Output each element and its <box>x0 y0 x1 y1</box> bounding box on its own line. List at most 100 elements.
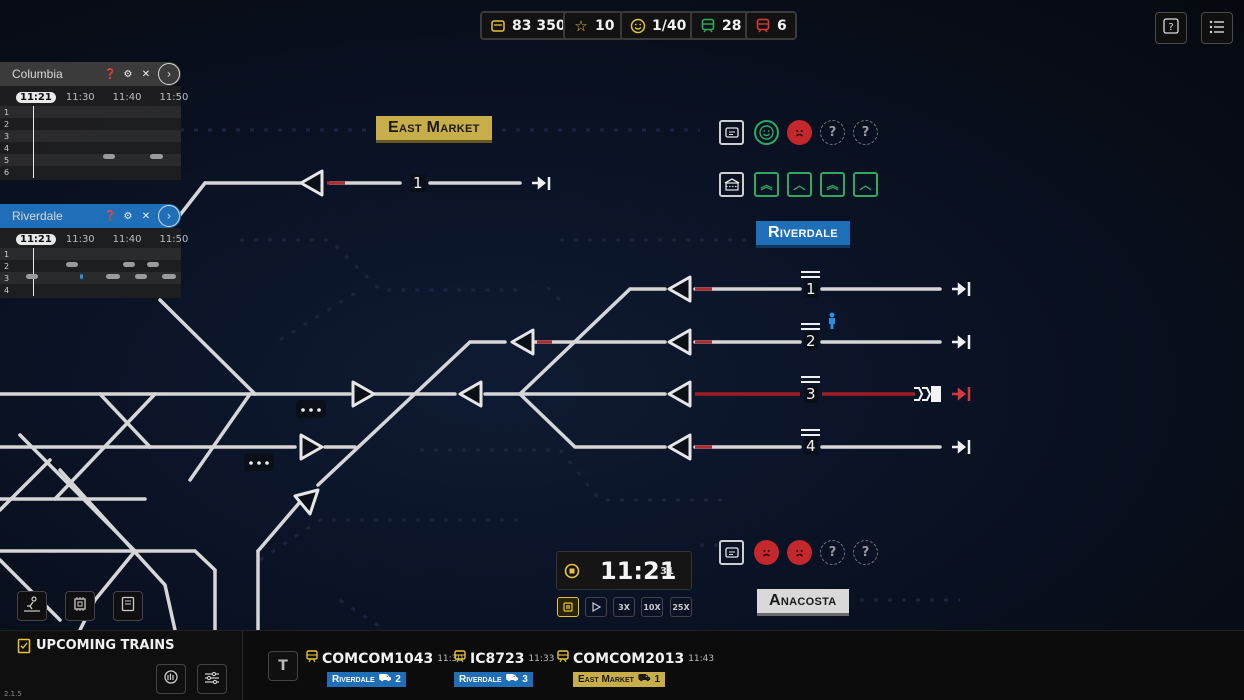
train-id: IC8723 <box>470 650 525 667</box>
train-slot[interactable] <box>123 262 135 267</box>
help-icon[interactable]: ❓ <box>104 210 117 222</box>
train-destination-badge: Riverdale ⛟ 2 <box>327 672 406 687</box>
clock-icon <box>564 563 580 583</box>
track-row: 5 <box>0 154 181 166</box>
train-track: 1 <box>654 674 661 685</box>
time-tick: 11:30 <box>65 233 95 245</box>
double-chevron-up-icon[interactable]: ︽ <box>754 172 779 197</box>
current-time: 11:21 <box>16 233 56 245</box>
panel-header: Riverdale ❓ ⚙ ✕ › <box>0 204 181 228</box>
chevron-up-icon[interactable]: ︿ <box>787 172 812 197</box>
unknown-rating-icon: ? <box>820 120 845 145</box>
train-icon <box>306 650 318 667</box>
close-icon[interactable]: ✕ <box>141 210 151 222</box>
train-track: 2 <box>395 674 401 685</box>
panel-title: Riverdale <box>12 209 63 223</box>
train-slot[interactable] <box>147 262 159 267</box>
gear-icon[interactable]: ⚙ <box>123 210 133 222</box>
train-destination: East Market <box>578 674 634 685</box>
unknown-rating-icon: ? <box>853 120 878 145</box>
star-icon: ☆ <box>574 16 588 35</box>
sad-icon <box>754 540 779 565</box>
chevron-right-icon[interactable]: › <box>158 63 180 85</box>
sad-icon <box>787 120 812 145</box>
current-time: 11:21 <box>16 91 56 103</box>
help-button[interactable]: ? <box>1155 12 1187 44</box>
now-line <box>33 106 34 178</box>
train-slot[interactable] <box>135 274 147 279</box>
help-icon: ? <box>1163 18 1179 38</box>
pause-button[interactable] <box>557 597 579 617</box>
time-tick: 11:40 <box>112 233 142 245</box>
signal-tool-button[interactable] <box>65 591 95 621</box>
green-trains-counter: 28 <box>690 11 752 40</box>
menu-button[interactable] <box>1201 12 1233 44</box>
station-label-anacosta[interactable]: Anacosta <box>757 589 849 616</box>
book-button[interactable] <box>113 591 143 621</box>
time-tick: 11:50 <box>159 91 189 103</box>
train-slot[interactable] <box>162 274 176 279</box>
station-label-riverdale[interactable]: Riverdale <box>756 221 850 248</box>
satisfaction-value: 1/40 <box>652 17 687 34</box>
upcoming-train-card[interactable]: COMCOM1043 11:30 Riverdale ⛟ 2 <box>306 650 463 687</box>
train-slot[interactable] <box>150 154 163 159</box>
track-row: 1 <box>0 248 181 260</box>
help-icon[interactable]: ❓ <box>104 68 117 80</box>
track-row: 4 <box>4 143 10 153</box>
speed-25x-button[interactable]: 25X <box>670 597 692 617</box>
upcoming-trains-section: UPCOMING TRAINS 2.1.5 <box>0 631 243 700</box>
track-row: 2 <box>4 261 10 271</box>
double-chevron-up-icon[interactable]: ︽ <box>820 172 845 197</box>
station-info-icon[interactable] <box>719 120 744 145</box>
train-red-icon <box>755 18 771 34</box>
list-icon <box>1209 19 1225 38</box>
train-destination: Riverdale <box>459 674 502 685</box>
clock-time: 11:21 <box>600 557 677 585</box>
track-row: 1 <box>0 106 181 118</box>
money-value: 83 350 <box>512 17 566 34</box>
smiley-icon <box>630 18 646 34</box>
chevron-right-icon[interactable]: › <box>158 205 180 227</box>
svg-text:?: ? <box>1168 22 1173 33</box>
chip-icon <box>72 596 88 616</box>
game-clock: 11:21 31 <box>556 551 692 590</box>
time-tick: 11:40 <box>112 91 142 103</box>
train-slot[interactable] <box>26 274 38 279</box>
play-button[interactable] <box>585 597 607 617</box>
speed-10x-button[interactable]: 10X <box>641 597 663 617</box>
unknown-rating-icon: ? <box>820 540 845 565</box>
train-slot-selected[interactable] <box>80 274 83 279</box>
track-row: 2 <box>4 119 10 129</box>
hide-button[interactable] <box>156 664 186 694</box>
green-trains-value: 28 <box>722 17 742 34</box>
hand-icon <box>163 669 179 689</box>
time-tick: 11:50 <box>159 233 189 245</box>
upcoming-train-card[interactable]: COMCOM2013 11:43 East Market ⛟ 1 <box>557 650 714 687</box>
filter-settings-button[interactable] <box>197 664 227 694</box>
upcoming-train-card[interactable]: IC8723 11:33 Riverdale ⛟ 3 <box>454 650 554 687</box>
station-info-icon[interactable] <box>719 540 744 565</box>
station-building-icon[interactable] <box>719 172 744 197</box>
chevron-up-icon[interactable]: ︿ <box>853 172 878 197</box>
panel-header: Columbia ❓ ⚙ ✕ › <box>0 62 181 86</box>
gear-icon[interactable]: ⚙ <box>123 68 133 80</box>
close-icon[interactable]: ✕ <box>141 68 151 80</box>
schedule-icon <box>17 638 31 658</box>
platform-icon: ⛟ <box>637 673 651 684</box>
train-icon <box>454 650 466 667</box>
red-trains-counter: 6 <box>745 11 797 40</box>
build-tool-button[interactable] <box>17 591 47 621</box>
track-number-east-market-1: 1 <box>410 174 426 192</box>
train-slot[interactable] <box>66 262 78 267</box>
speed-3x-button[interactable]: 3X <box>613 597 635 617</box>
columbia-timeline-panel[interactable]: Columbia ❓ ⚙ ✕ › 11:21 11:30 11:40 11:50… <box>0 62 188 180</box>
train-slot[interactable] <box>103 154 115 159</box>
passenger-icon <box>829 312 835 329</box>
stars-counter: ☆ 10 <box>563 11 625 40</box>
station-label-east-market[interactable]: East Market <box>376 116 492 143</box>
bottom-bar: UPCOMING TRAINS 2.1.5 T COMCOM1043 11:30… <box>0 630 1244 700</box>
track-number-riverdale-4: 4 <box>804 437 818 455</box>
riverdale-timeline-panel[interactable]: Riverdale ❓ ⚙ ✕ › 11:21 11:30 11:40 11:5… <box>0 204 188 298</box>
train-slot[interactable] <box>106 274 120 279</box>
train-filter-button[interactable]: T <box>268 651 298 681</box>
